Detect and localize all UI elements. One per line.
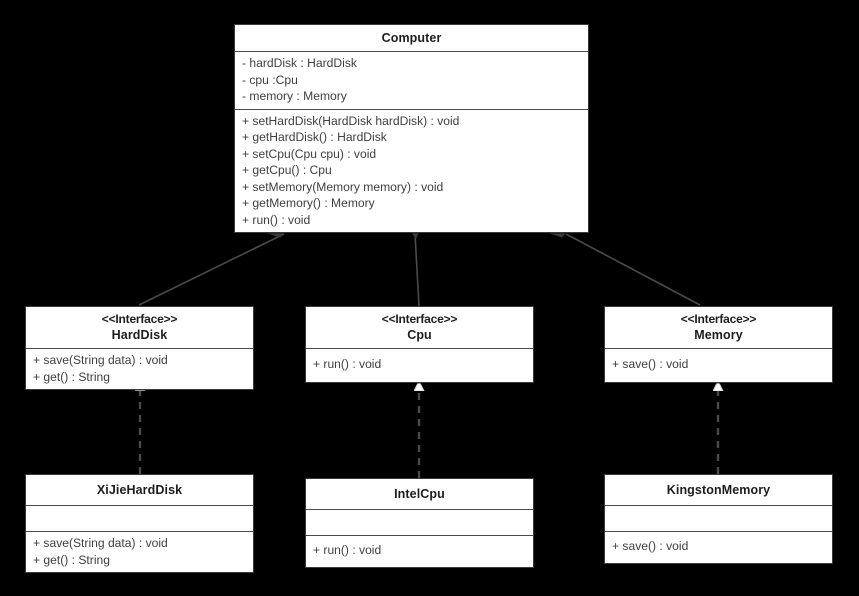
methods-compartment-kingstonmemory: + save() : void	[605, 531, 832, 563]
class-box-cpu[interactable]: <<Interface>> Cpu + run() : void	[305, 306, 534, 383]
method-item: + getMemory() : Memory	[242, 196, 375, 210]
stereotype-label: <<Interface>>	[101, 312, 178, 326]
method-item: + setHardDisk(HardDisk hardDisk) : void	[242, 113, 460, 128]
composition-computer-memory	[549, 221, 701, 306]
class-title-kingstonmemory: KingstonMemory	[605, 475, 832, 505]
method-item: + save() : void	[612, 539, 689, 553]
class-name-label: KingstonMemory	[666, 483, 771, 497]
methods-compartment-intelcpu: + run() : void	[306, 535, 533, 567]
attributes-compartment-computer: - hardDisk : HardDisk - cpu :Cpu - memor…	[235, 51, 588, 109]
class-name-label: IntelCpu	[394, 487, 445, 501]
class-box-computer[interactable]: Computer - hardDisk : HardDisk - cpu :Cp…	[234, 24, 589, 233]
class-name-label: HardDisk	[111, 328, 168, 342]
methods-compartment-computer: + setHardDisk(HardDisk hardDisk) : void …	[235, 108, 588, 233]
stereotype-label: <<Interface>>	[680, 312, 757, 326]
class-title-harddisk: <<Interface>> HardDisk	[26, 307, 253, 348]
composition-computer-harddisk	[138, 221, 289, 306]
class-box-intelcpu[interactable]: IntelCpu + run() : void	[305, 478, 534, 568]
class-box-xijieharddisk[interactable]: XiJieHardDisk + save(String data) : void…	[25, 474, 254, 573]
method-item: + setMemory(Memory memory) : void	[242, 179, 444, 194]
class-box-harddisk[interactable]: <<Interface>> HardDisk + save(String dat…	[25, 306, 254, 390]
class-name-label: Memory	[694, 328, 743, 342]
method-item: + save() : void	[612, 357, 689, 371]
attributes-compartment-xijieharddisk	[26, 505, 253, 531]
class-title-memory: <<Interface>> Memory	[605, 307, 832, 348]
attributes-compartment-kingstonmemory	[605, 505, 832, 531]
class-title-intelcpu: IntelCpu	[306, 479, 533, 509]
stereotype-label: <<Interface>>	[381, 312, 458, 326]
method-item: + run() : void	[313, 543, 382, 557]
method-item: + run() : void	[242, 212, 311, 227]
class-name-label: Computer	[381, 31, 442, 45]
methods-compartment-cpu: + run() : void	[306, 348, 533, 382]
method-item: + run() : void	[313, 357, 382, 371]
attribute-item: - cpu :Cpu	[242, 72, 298, 87]
class-title-xijieharddisk: XiJieHardDisk	[26, 475, 253, 505]
method-item: + get() : String	[33, 369, 110, 384]
methods-compartment-xijieharddisk: + save(String data) : void + get() : Str…	[26, 531, 253, 572]
method-item: + get() : String	[33, 552, 110, 567]
methods-compartment-harddisk: + save(String data) : void + get() : Str…	[26, 348, 253, 389]
class-name-label: Cpu	[407, 328, 432, 342]
method-item: + save(String data) : void	[33, 353, 168, 367]
class-name-label: XiJieHardDisk	[96, 483, 183, 497]
method-item: + save(String data) : void	[33, 536, 168, 550]
method-item: + setCpu(Cpu cpu) : void	[242, 146, 377, 161]
method-item: + getHardDisk() : HardDisk	[242, 130, 387, 144]
composition-computer-cpu	[409, 220, 421, 307]
class-box-kingstonmemory[interactable]: KingstonMemory + save() : void	[604, 474, 833, 564]
attribute-item: - hardDisk : HardDisk	[242, 56, 357, 70]
class-title-cpu: <<Interface>> Cpu	[306, 307, 533, 348]
class-title-computer: Computer	[235, 25, 588, 51]
attributes-compartment-intelcpu	[306, 509, 533, 535]
attribute-item: - memory : Memory	[242, 89, 347, 103]
method-item: + getCpu() : Cpu	[242, 163, 332, 177]
class-box-memory[interactable]: <<Interface>> Memory + save() : void	[604, 306, 833, 383]
methods-compartment-memory: + save() : void	[605, 348, 832, 382]
